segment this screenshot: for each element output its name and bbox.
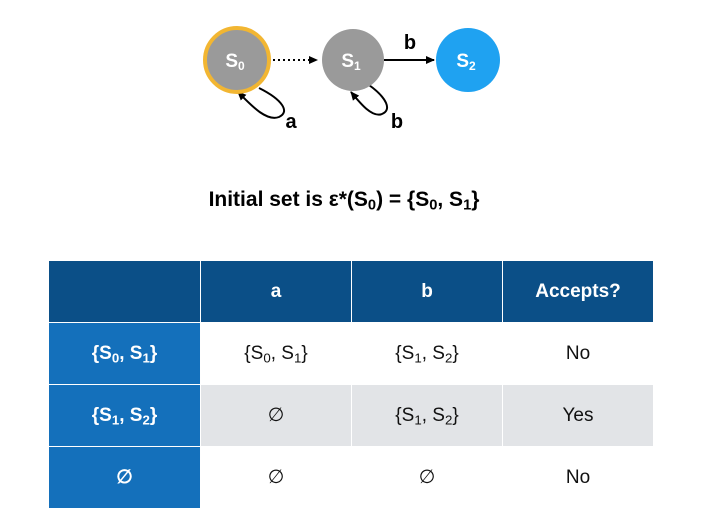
cell-accepts: No	[502, 446, 654, 509]
header-b: b	[351, 260, 503, 323]
table-row: {S0, S1} {S0, S1} {S1, S2} No	[48, 322, 654, 385]
cell-b: {S1, S2}	[351, 384, 503, 447]
cell-b: {S1, S2}	[351, 322, 503, 385]
svg-text:S0: S0	[225, 51, 245, 73]
header-accepts: Accepts?	[502, 260, 654, 323]
state-s2-name: S	[456, 51, 469, 72]
state-s0-name: S	[225, 51, 238, 72]
state-s1-sub: 1	[354, 59, 361, 73]
svg-text:S1: S1	[341, 51, 361, 73]
cell-a: {S0, S1}	[200, 322, 352, 385]
edge-s1-s2-label: b	[404, 32, 416, 54]
state-s0: S0	[203, 26, 271, 94]
state-s2: S2	[436, 28, 500, 92]
edge-s1-loop-label: b	[391, 111, 403, 133]
nfa-diagram: b a b S0 S1 S2	[203, 26, 500, 133]
table-row: {S1, S2} ∅ {S1, S2} Yes	[48, 384, 654, 447]
row-state: {S1, S2}	[48, 384, 201, 447]
header-corner	[48, 260, 201, 323]
state-s2-sub: 2	[469, 59, 476, 73]
state-s1-name: S	[341, 51, 354, 72]
initial-set-heading: Initial set is ε*(S0) = {S0, S1}	[208, 188, 480, 214]
edge-s0-loop	[237, 87, 285, 119]
cell-accepts: No	[502, 322, 654, 385]
dfa-transition-table: a b Accepts? {S0, S1} {S0, S1} {S1, S2} …	[48, 260, 654, 509]
edge-s0-loop-label: a	[285, 111, 297, 133]
row-state: {S0, S1}	[48, 322, 201, 385]
state-s0-sub: 0	[238, 59, 245, 73]
svg-text:S2: S2	[456, 51, 476, 73]
cell-accepts: Yes	[502, 384, 654, 447]
table-row: ∅ ∅ ∅ No	[48, 446, 654, 509]
cell-a: ∅	[200, 446, 352, 509]
table-header-row: a b Accepts?	[48, 260, 654, 323]
state-s1: S1	[322, 29, 384, 91]
header-a: a	[200, 260, 352, 323]
edge-s1-loop	[350, 84, 389, 116]
row-state: ∅	[48, 446, 201, 509]
cell-a: ∅	[200, 384, 352, 447]
cell-b: ∅	[351, 446, 503, 509]
